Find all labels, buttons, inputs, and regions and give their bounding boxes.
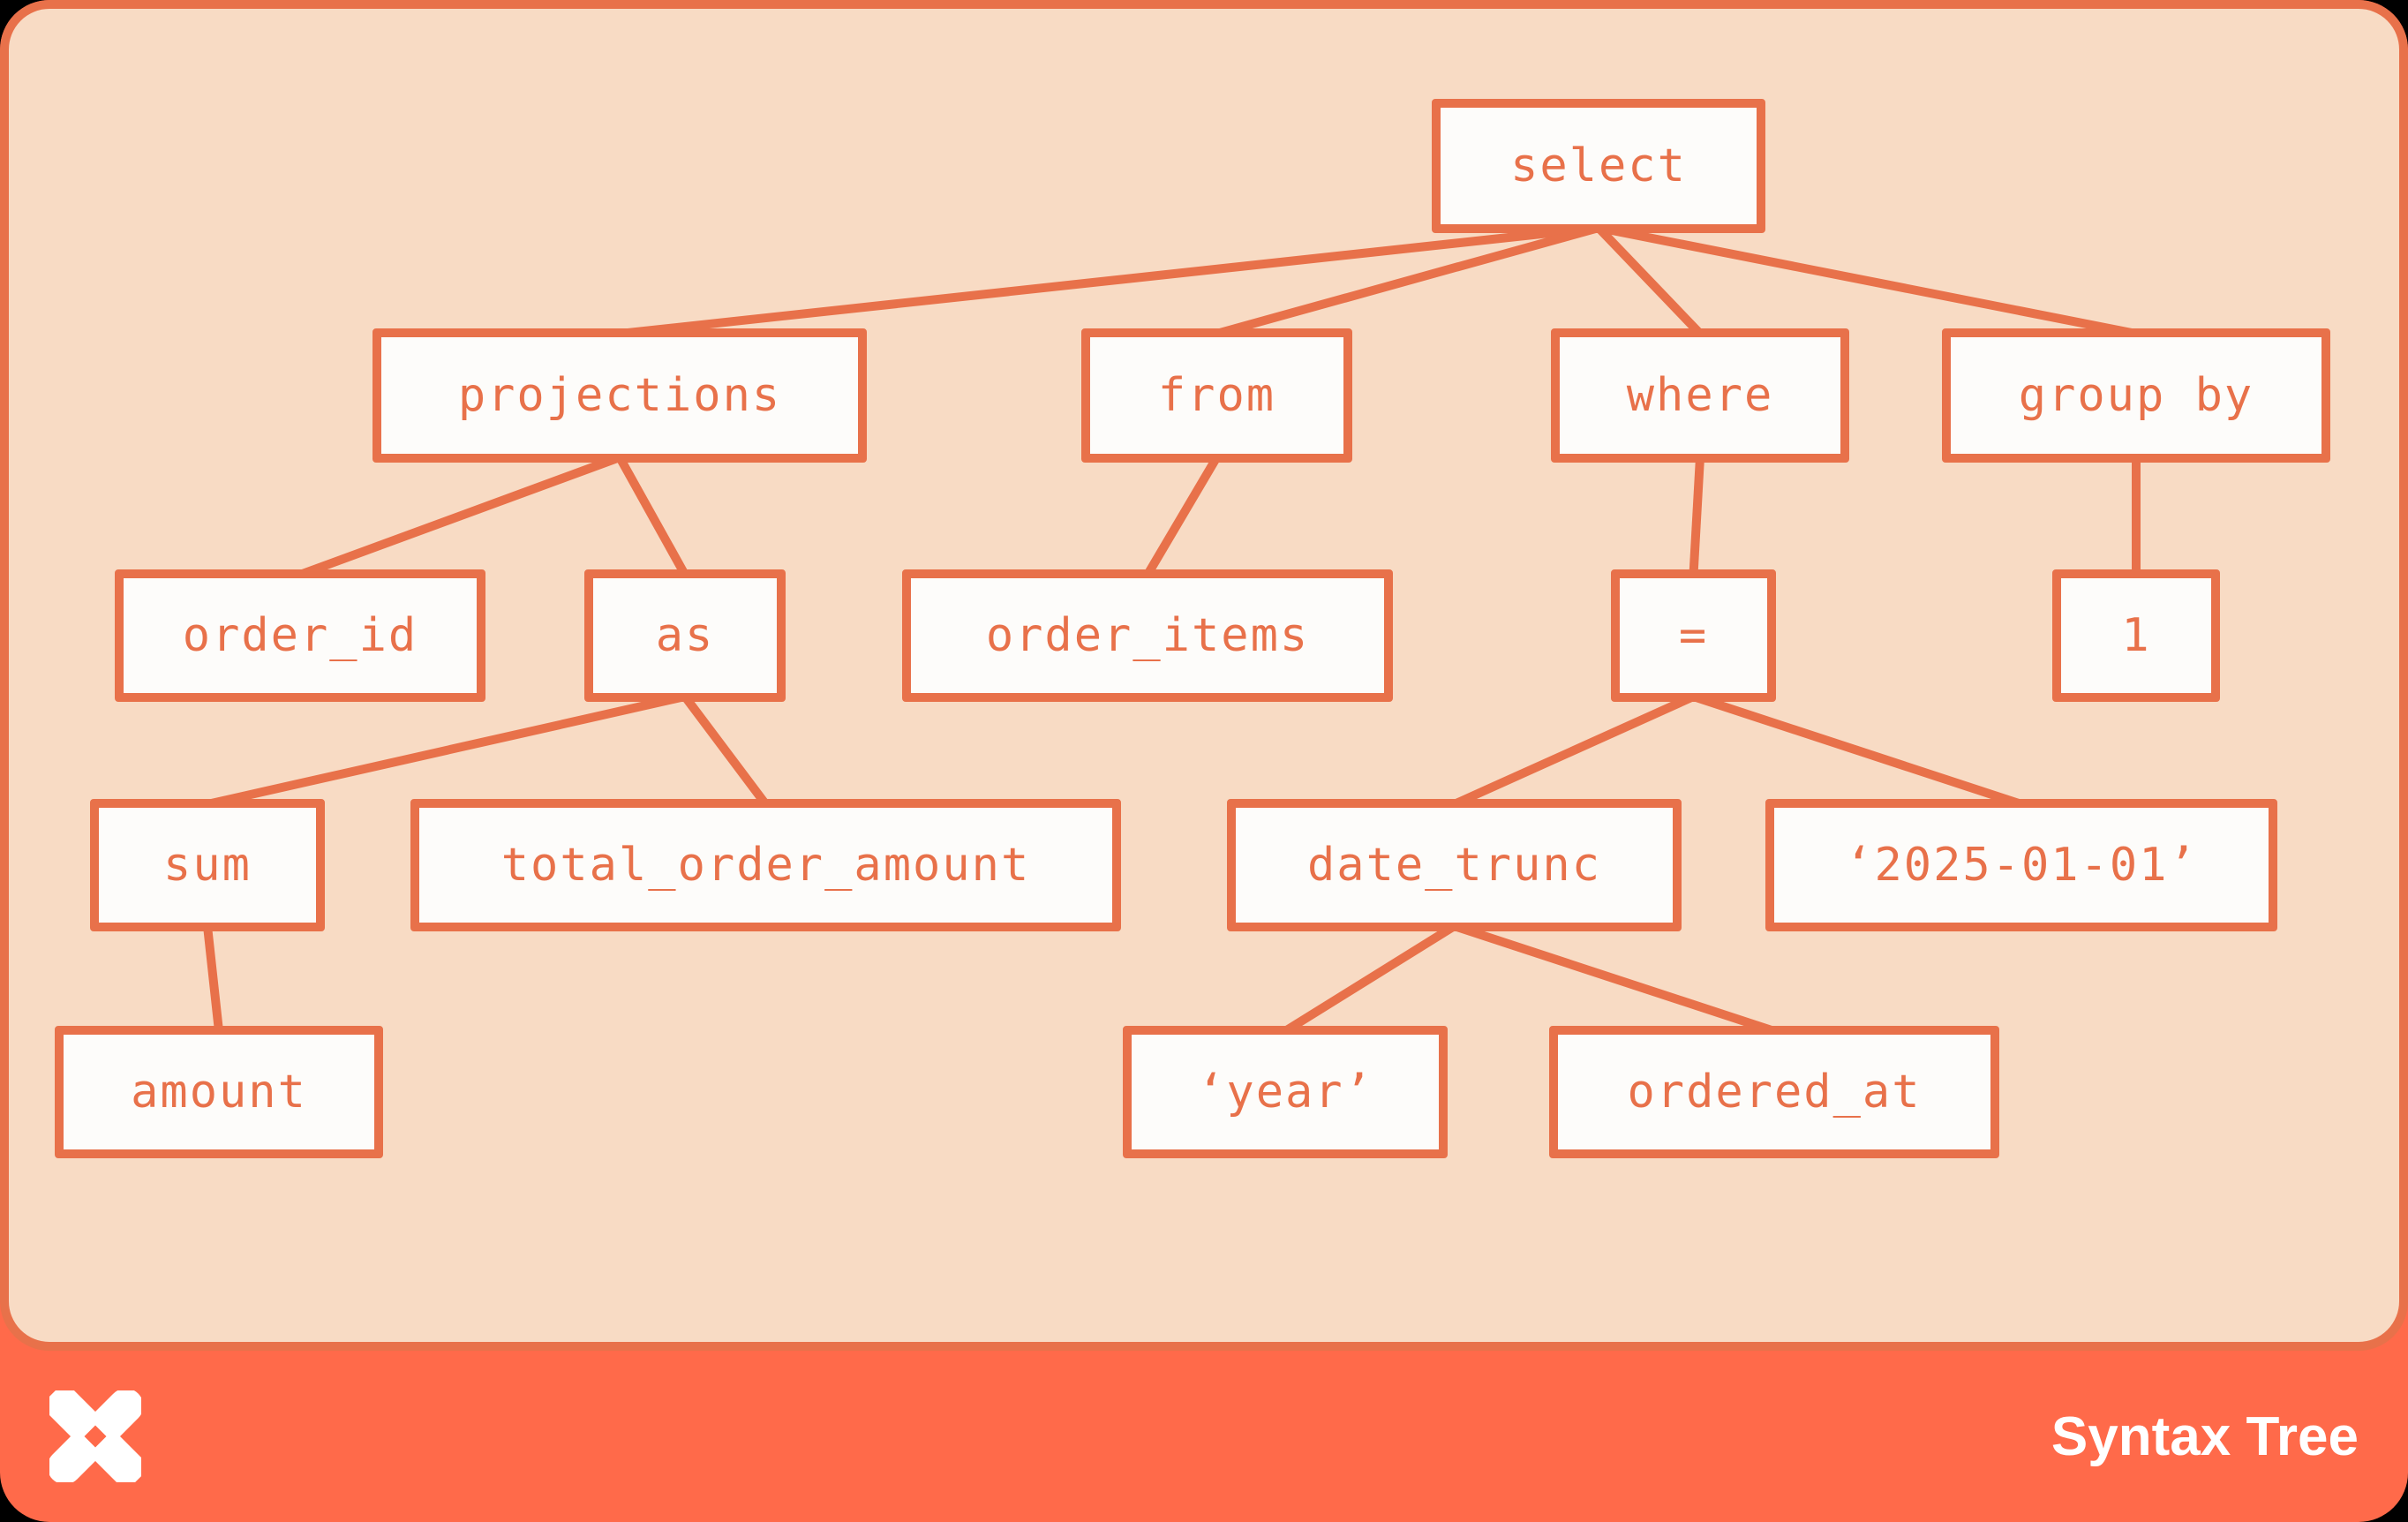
tree-edge-projections-order-id xyxy=(298,453,621,579)
tree-node-date-literal: ‘2025-01-01’ xyxy=(1765,799,2277,931)
dbt-logo-icon xyxy=(49,1390,141,1482)
tree-edge-eq-date-trunc xyxy=(1452,692,1696,809)
footer-title: Syntax Tree xyxy=(2051,1405,2359,1467)
tree-node-label: select xyxy=(1510,139,1687,192)
tree-edge-where-eq xyxy=(1689,456,1704,576)
tree-node-label: order_items xyxy=(985,609,1310,662)
tree-node-projections: projections xyxy=(372,328,867,463)
tree-node-group-by: group by xyxy=(1942,328,2330,463)
tree-node-from: from xyxy=(1081,328,1352,463)
tree-edge-sum-amount xyxy=(203,925,223,1032)
tree-node-sum: sum xyxy=(90,799,325,931)
tree-node-label: ‘2025-01-01’ xyxy=(1845,839,2198,892)
tree-node-label: group by xyxy=(2018,369,2254,422)
tree-node-label: amount xyxy=(131,1066,307,1119)
tree-node-label: ordered_at xyxy=(1627,1066,1922,1119)
tree-node-as: as xyxy=(584,569,786,702)
tree-edge-as-total-order-amount xyxy=(681,694,770,807)
tree-edge-projections-as xyxy=(615,455,689,577)
tree-node-label: projections xyxy=(457,369,782,422)
tree-node-label: 1 xyxy=(2121,609,2151,662)
tree-node-label: ‘year’ xyxy=(1197,1066,1373,1119)
tree-edge-date-trunc-ordered-at xyxy=(1452,922,1776,1036)
tree-edge-select-projections xyxy=(619,223,1599,338)
tree-node-date-trunc: date_trunc xyxy=(1227,799,1682,931)
tree-edge-from-order-items xyxy=(1143,455,1221,577)
footer-bar: Syntax Tree xyxy=(0,1351,2408,1522)
tree-edge-select-group-by xyxy=(1598,223,2137,338)
tree-node-amount: amount xyxy=(55,1026,383,1158)
tree-node-order-id: order_id xyxy=(115,569,485,702)
tree-node-year-literal: ‘year’ xyxy=(1123,1026,1448,1158)
tree-node-label: order_id xyxy=(182,609,418,662)
tree-node-label: sum xyxy=(163,839,252,892)
tree-node-where: where xyxy=(1551,328,1849,463)
tree-node-label: = xyxy=(1678,609,1709,662)
tree-node-label: from xyxy=(1157,369,1276,422)
tree-node-label: where xyxy=(1626,369,1774,422)
tree-edge-as-sum xyxy=(206,692,687,809)
tree-edge-select-where xyxy=(1595,224,1704,337)
tree-node-eq: = xyxy=(1611,569,1776,702)
tree-node-label: total_order_amount xyxy=(500,839,1031,892)
tree-edge-date-trunc-year-literal xyxy=(1283,922,1457,1036)
tree-node-ordered-at: ordered_at xyxy=(1549,1026,1999,1158)
tree-node-total-order-amount: total_order_amount xyxy=(410,799,1121,931)
tree-edge-eq-date-literal xyxy=(1691,692,2023,809)
tree-edge-select-from xyxy=(1215,223,1600,338)
tree-node-one: 1 xyxy=(2052,569,2220,702)
tree-node-label: as xyxy=(655,609,715,662)
tree-node-select: select xyxy=(1432,99,1765,233)
tree-node-order-items: order_items xyxy=(902,569,1393,702)
tree-node-label: date_trunc xyxy=(1306,839,1602,892)
